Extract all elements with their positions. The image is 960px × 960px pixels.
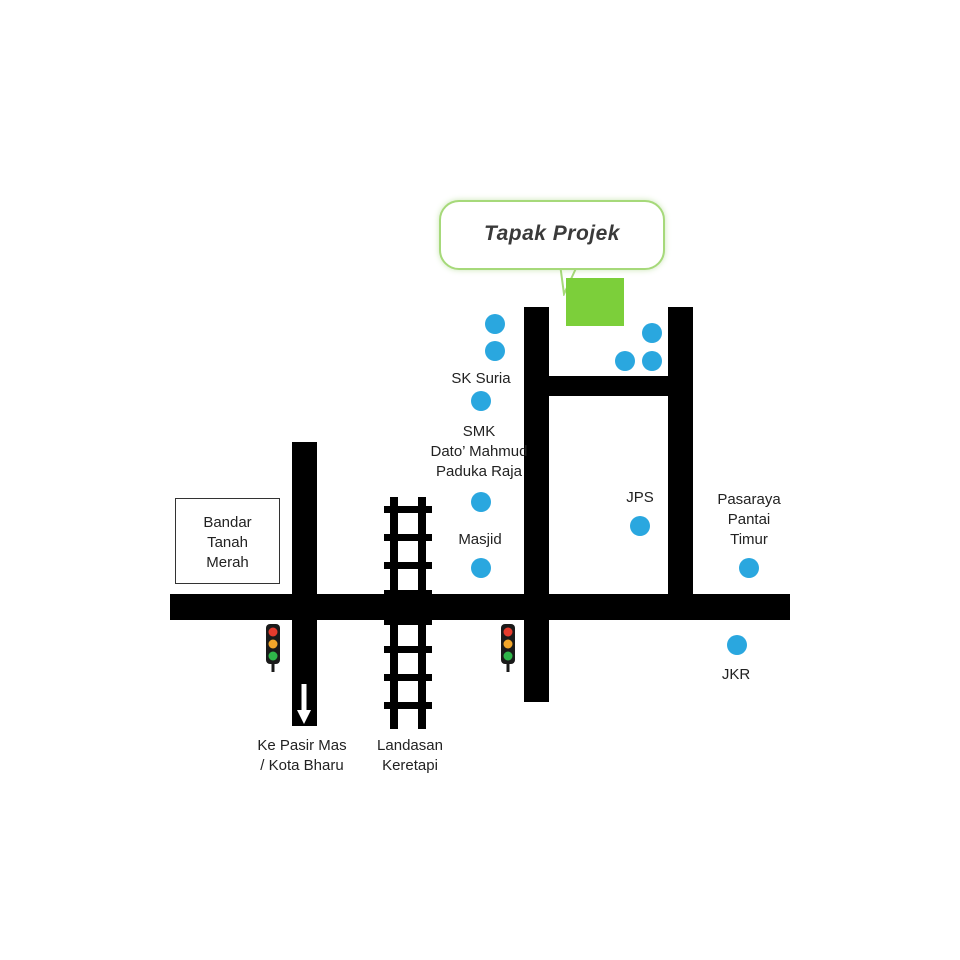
location-dot-icon [485, 341, 505, 361]
location-dot-icon [642, 351, 662, 371]
jkr-dot [727, 635, 747, 655]
ke-pasir-mas-label: Ke Pasir Mas / Kota Bharu [257, 737, 347, 774]
location-dot-icon [485, 314, 505, 334]
traffic-light-icon [266, 624, 280, 672]
callout-title: Tapak Projek [484, 222, 620, 245]
masjid-label: Masjid [458, 531, 502, 548]
jps-dot [630, 516, 650, 536]
road-to-pasir-mas [292, 442, 317, 726]
smk-dot [471, 492, 491, 512]
project-site-callout: Tapak Projek [439, 200, 665, 270]
bandar-label: Bandar Tanah Merah [203, 514, 252, 571]
location-dot-icon [615, 351, 635, 371]
road-left-vertical [524, 307, 549, 702]
masjid-dot [471, 558, 491, 578]
pasaraya-dot [739, 558, 759, 578]
arrow-down-icon [297, 684, 311, 724]
sk-suria-label: SK Suria [451, 370, 511, 387]
road-right-vertical [668, 307, 693, 598]
railway-track-icon [384, 497, 432, 729]
sk-suria-dot [471, 391, 491, 411]
jps-label: JPS [626, 489, 654, 506]
traffic-light-icon [501, 624, 515, 672]
location-dot-icon [642, 323, 662, 343]
bandar-tanah-merah-box: Bandar Tanah Merah [175, 498, 280, 584]
jkr-label: JKR [721, 666, 751, 683]
smk-label: SMK Dato’ Mahmud Paduka Raja [430, 423, 528, 480]
project-site-marker [566, 278, 624, 326]
landasan-keretapi-label: Landasan Keretapi [377, 737, 443, 774]
main-road-horizontal [170, 594, 790, 620]
road-connector [549, 376, 668, 396]
pasaraya-label: Pasaraya Pantai Timur [717, 491, 781, 548]
